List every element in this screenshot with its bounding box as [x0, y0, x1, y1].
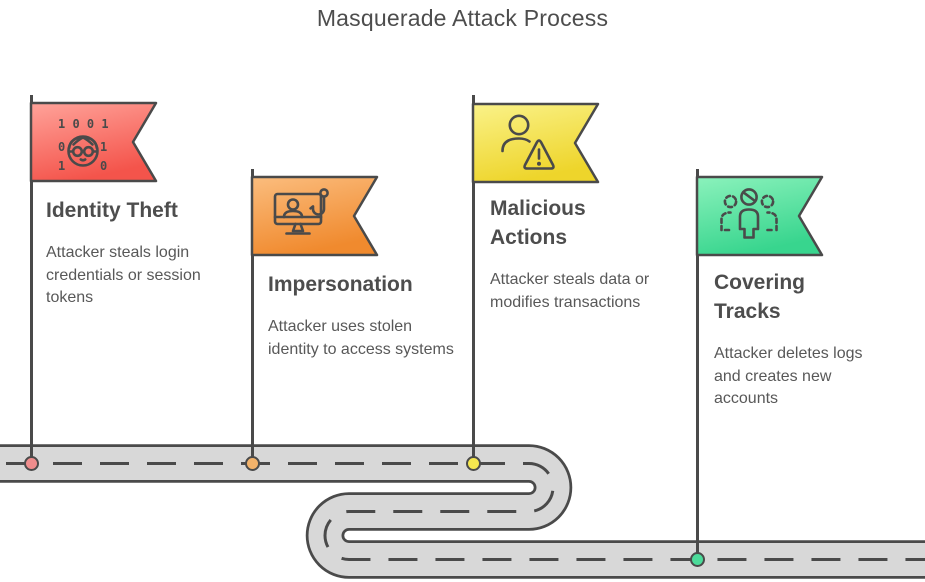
- user-warning-icon: [501, 114, 555, 170]
- binary-face-icon: 1 0 0 1 0 1 1 0: [58, 117, 109, 173]
- milestone-heading: Impersonation: [268, 273, 413, 296]
- milestone-heading: Identity Theft: [46, 199, 178, 222]
- milestone-covering-tracks: Covering Tracks Attacker deletes logs an…: [714, 268, 864, 411]
- svg-text:1: 1: [58, 159, 65, 173]
- flag-malicious-actions: [471, 102, 600, 184]
- milestone-heading: Malicious Actions: [490, 197, 586, 249]
- flag-identity-theft: 1 0 0 1 0 1 1 0: [29, 101, 158, 183]
- flag-banner: [695, 175, 824, 257]
- milestone-description: Attacker steals login credentials or ses…: [46, 244, 201, 306]
- milestone-dot-malicious-actions: [466, 456, 481, 471]
- flag-impersonation: [250, 175, 379, 257]
- milestone-dot-identity-theft: [24, 456, 39, 471]
- milestone-description: Attacker deletes logs and creates new ac…: [714, 345, 863, 407]
- milestone-identity-theft: Identity Theft Attacker steals login cre…: [46, 196, 224, 310]
- svg-text:1 0 0 1: 1 0 0 1: [58, 117, 109, 131]
- phishing-monitor-icon: [273, 188, 329, 235]
- road-center-dashes: [0, 462, 925, 561]
- milestone-dot-covering-tracks: [690, 552, 705, 567]
- milestone-malicious-actions: Malicious Actions Attacker steals data o…: [490, 194, 658, 314]
- svg-text:0: 0: [100, 159, 107, 173]
- flag-covering-tracks: [695, 175, 824, 257]
- milestone-impersonation: Impersonation Attacker uses stolen ident…: [268, 270, 456, 361]
- milestone-heading: Covering Tracks: [714, 271, 806, 323]
- milestone-dot-impersonation: [245, 456, 260, 471]
- page-title: Masquerade Attack Process: [316, 5, 609, 31]
- anonymous-group-icon: [720, 188, 778, 239]
- road: [0, 444, 925, 579]
- svg-text:1: 1: [100, 140, 107, 154]
- milestone-description: Attacker steals data or modifies transac…: [490, 271, 650, 311]
- svg-text:0: 0: [58, 140, 65, 154]
- milestone-description: Attacker uses stolen identity to access …: [268, 318, 454, 358]
